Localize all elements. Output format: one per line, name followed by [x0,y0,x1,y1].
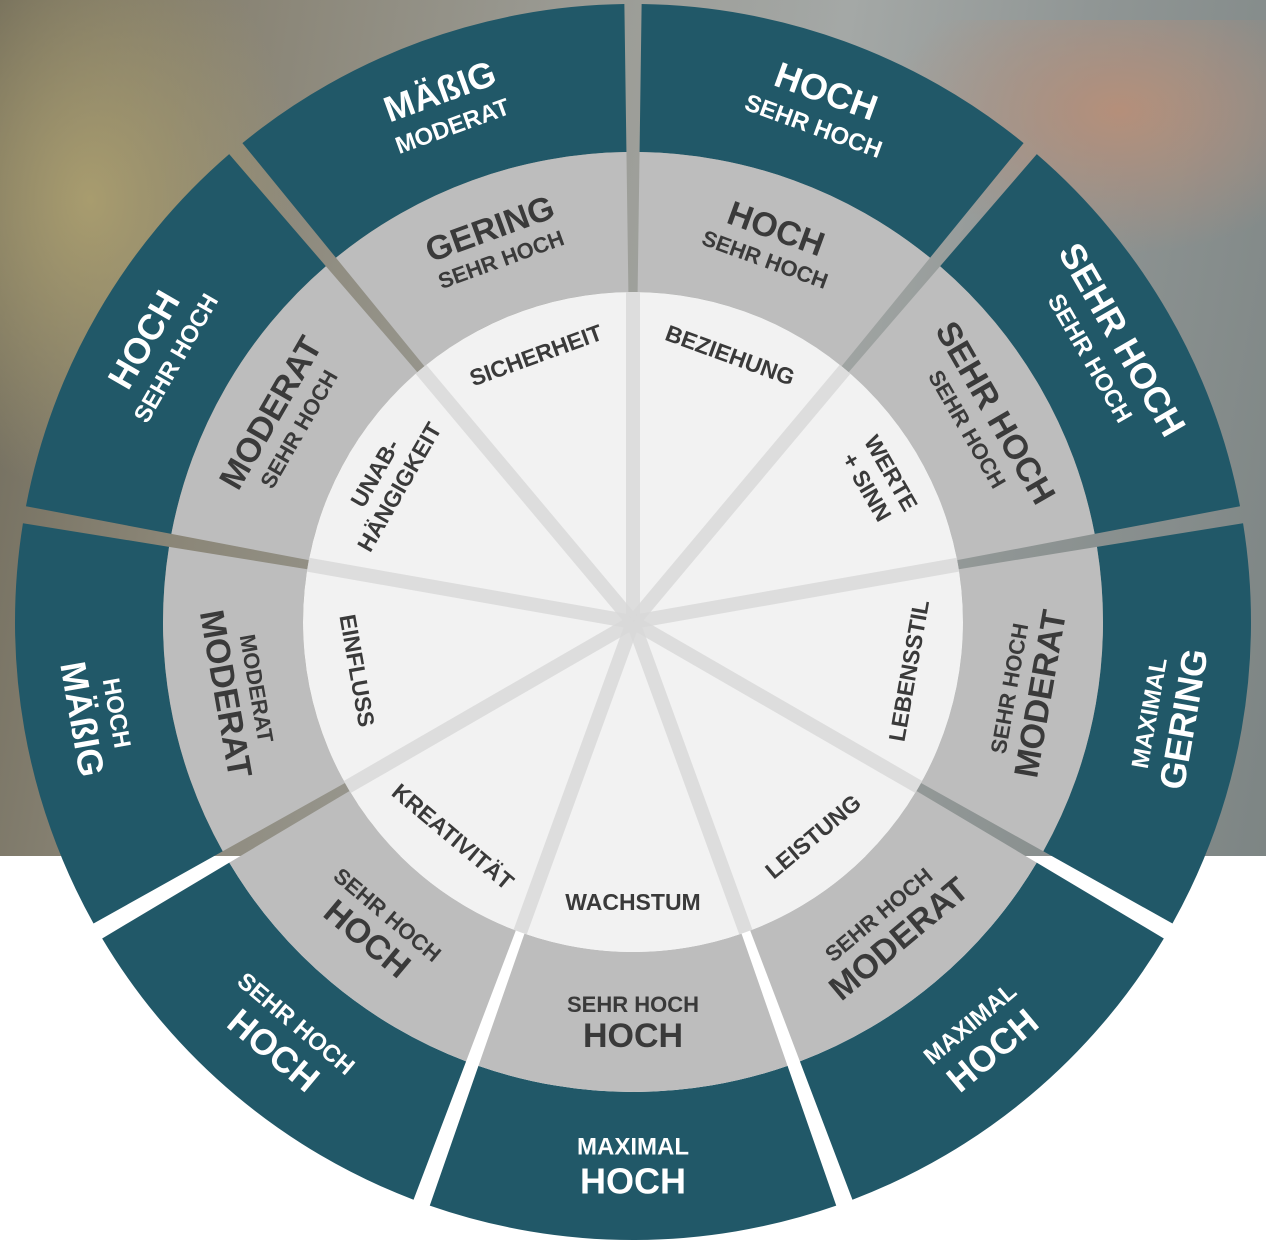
outer-rating-line: HOCH [580,1161,686,1202]
spoke-line [343,615,637,794]
middle-segment [637,152,931,367]
spoke-line [415,364,639,627]
outer-ring [14,4,1251,1240]
outer-segment [799,862,1164,1200]
outer-segment [242,4,627,258]
outer-segment [25,154,326,534]
outer-segment [639,4,1024,258]
middle-segment [750,790,1037,1062]
middle-segment [162,546,345,852]
outer-rating-line: MAXIMAL [577,1133,689,1160]
outer-segment [1043,523,1251,924]
middle-segment [171,266,418,561]
spokes [306,292,960,935]
spoke-line [631,557,960,629]
middle-segment [229,790,516,1062]
spoke-line [627,364,851,627]
middle-segment [848,266,1095,561]
middle-segment [921,546,1103,852]
outer-segment [940,154,1241,534]
outer-segment [102,862,467,1200]
middle-segment [478,933,788,1092]
spoke-line [306,557,635,629]
middle-rating-line: SEHR HOCH [567,992,699,1017]
middle-segment [335,152,629,367]
middle-rating-line: HOCH [583,1017,683,1055]
spoke-line [626,619,753,935]
category-label: WACHSTUM [565,889,700,915]
spoke-line [629,615,923,794]
middle-ring [162,152,1103,1092]
outer-segment [429,1065,837,1240]
spoke-line [513,619,640,935]
category-label-line: WACHSTUM [565,889,700,915]
outer-segment [14,523,223,924]
